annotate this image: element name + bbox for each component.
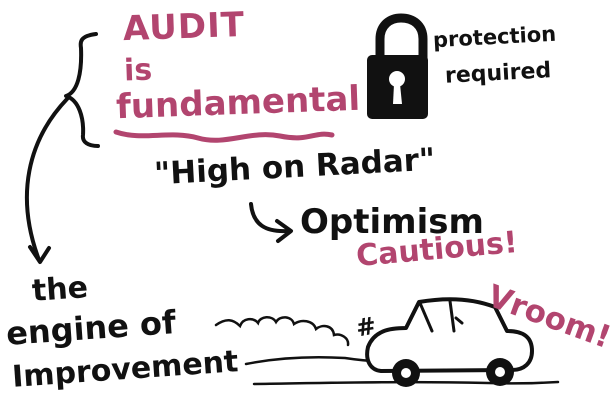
curly-bracket-icon <box>64 32 100 148</box>
curved-arrow-icon <box>24 97 69 262</box>
wavy-underline-icon <box>113 129 335 143</box>
right-arrow-icon <box>249 202 293 243</box>
audit-heading: AUDIT <box>122 4 246 50</box>
padlock-icon <box>367 13 428 119</box>
car-hash-symbol: # <box>353 311 379 343</box>
curved-arrow-head <box>28 245 51 264</box>
car-icon <box>365 297 534 387</box>
engine-line-the: the <box>30 270 90 309</box>
is-word: is <box>123 52 153 89</box>
fundamental-word: fundamental <box>115 78 361 128</box>
optimism-label: Optimism <box>300 202 484 242</box>
ground-line <box>252 380 560 386</box>
required-label: required <box>444 58 552 89</box>
motion-lines-icon <box>244 356 387 366</box>
exhaust-cloud-icon <box>214 316 350 347</box>
